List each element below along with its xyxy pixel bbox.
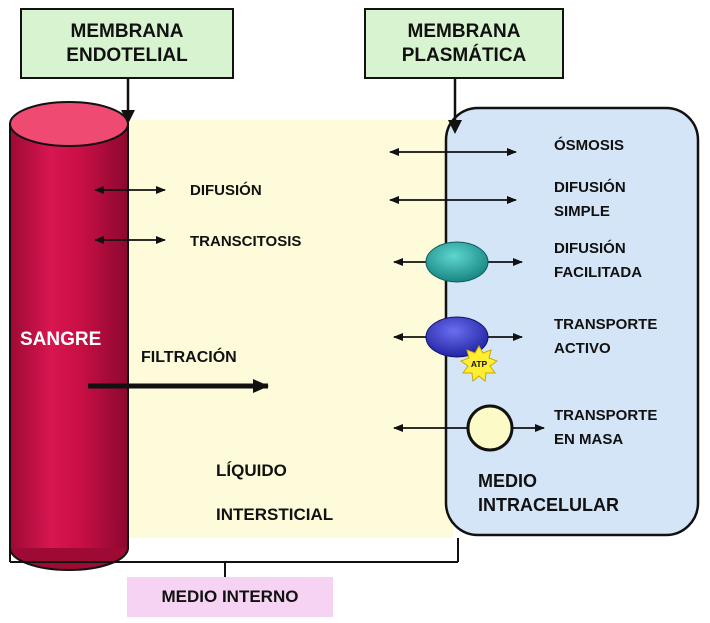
atp-label: ATP [471,359,488,369]
active-transport-label-line-1: TRANSPORTE [554,316,658,333]
osmosis-label: ÓSMOSIS [554,137,625,154]
endothelial-membrane-box: MEMBRANA ENDOTELIAL [20,8,234,79]
transcytosis-label: TRANSCITOSIS [190,233,302,250]
medio-interno-box: MEDIO INTERNO [127,577,333,617]
interstitial-label-line-1: LÍQUIDO [216,461,287,480]
simple-diffusion-label-line-1: DIFUSIÓN [554,179,626,196]
bulk-transport-vesicle [466,404,514,452]
interstitial-label-line-2: INTERSTICIAL [216,505,334,524]
interstitial-fluid-area [128,120,453,538]
endothelial-pointer-head [121,110,135,124]
simple-diffusion-label-line-2: SIMPLE [554,203,610,220]
plasma-pointer-head [448,120,462,134]
endothelial-membrane-line-2: ENDOTELIAL [66,44,188,66]
blood-label: SANGRE [20,329,102,350]
plasma-membrane-line-1: MEMBRANA [407,20,521,42]
active-transport-label-line-2: ACTIVO [554,340,611,357]
medio-interno-label: MEDIO INTERNO [161,587,299,607]
bulk-transport-label-line-2: EN MASA [554,431,624,448]
medio-interno-bracket [9,538,459,578]
plasma-membrane-line-2: PLASMÁTICA [401,44,527,66]
facilitated-carrier-protein [425,241,489,283]
blood-vessel [9,101,129,571]
bulk-transport-label-line-1: TRANSPORTE [554,407,658,424]
active-transport-pump [425,316,489,358]
diffusion-label: DIFUSIÓN [190,182,262,199]
atp-burst-icon: ATP [459,344,499,382]
intracellular-label-line-2: INTRACELULAR [478,495,619,515]
endothelial-membrane-line-1: MEMBRANA [70,20,184,42]
facilitated-diffusion-label-line-1: DIFUSIÓN [554,240,626,257]
filtration-label: FILTRACIÓN [141,349,237,366]
intracellular-label-line-1: MEDIO [478,471,538,491]
facilitated-diffusion-label-line-2: FACILITADA [554,264,643,281]
plasma-membrane-box: MEMBRANA PLASMÁTICA [364,8,564,79]
